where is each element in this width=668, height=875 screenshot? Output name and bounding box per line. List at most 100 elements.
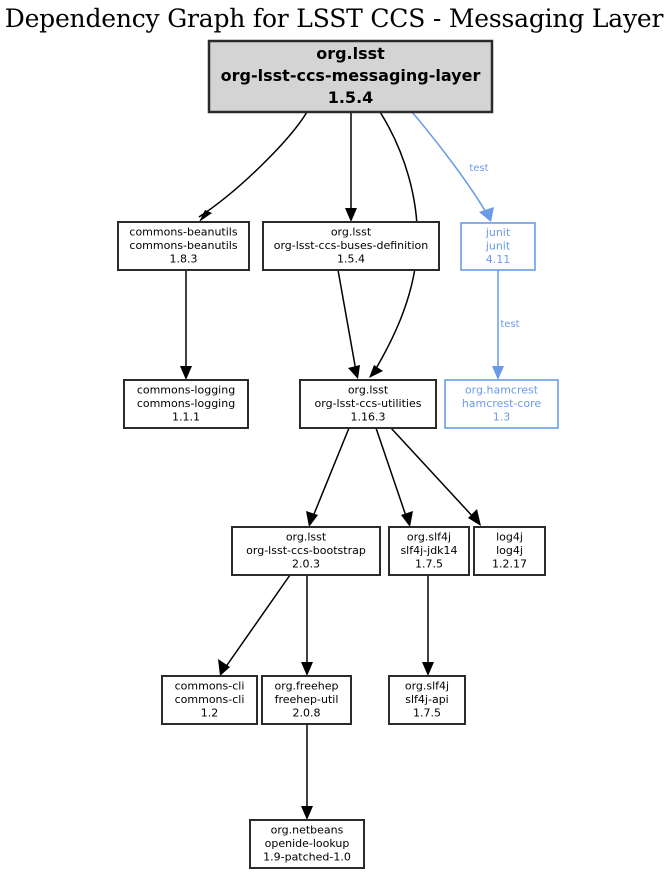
edge-label: test xyxy=(469,163,488,174)
node-version: 1.16.3 xyxy=(351,411,386,424)
graph-edge: test xyxy=(492,270,520,380)
node-artifact: commons-logging xyxy=(137,397,235,410)
node-version: 1.2.17 xyxy=(492,558,527,571)
node-artifact: openide-lookup xyxy=(265,837,350,850)
graph-edge xyxy=(337,269,360,379)
node-artifact: org-lsst-ccs-bootstrap xyxy=(246,544,366,557)
edge-arrowhead xyxy=(306,511,318,527)
node-group: org.hamcrest xyxy=(465,384,539,397)
node-group: org.lsst xyxy=(331,226,372,239)
node-box[interactable] xyxy=(161,675,258,725)
node-box[interactable] xyxy=(262,221,440,271)
node-box[interactable] xyxy=(473,526,546,576)
node-box[interactable] xyxy=(388,675,466,725)
node-version: 4.11 xyxy=(486,253,511,266)
edge-arrowhead xyxy=(401,511,413,527)
node-artifact: org-lsst-ccs-messaging-layer xyxy=(221,66,481,85)
node-box[interactable] xyxy=(123,379,249,429)
node-artifact: hamcrest-core xyxy=(462,397,542,410)
node-box[interactable] xyxy=(117,221,250,271)
graph-node-openide-lookup[interactable]: org.netbeansopenide-lookup1.9-patched-1.… xyxy=(249,819,365,869)
node-group: org.lsst xyxy=(348,384,389,397)
edge-arrowhead xyxy=(301,806,313,820)
node-version: 2.0.3 xyxy=(292,558,320,571)
node-box[interactable] xyxy=(261,675,352,725)
edge-line xyxy=(390,427,476,520)
node-artifact: log4j xyxy=(496,544,523,557)
node-artifact: org-lsst-ccs-buses-definition xyxy=(274,239,429,252)
node-version: 1.8.3 xyxy=(170,253,198,266)
graph-edge xyxy=(198,111,308,222)
node-group: org.freehep xyxy=(275,680,339,693)
edge-arrowhead xyxy=(422,662,434,676)
edge-arrowhead xyxy=(348,365,360,379)
node-box[interactable] xyxy=(207,39,494,114)
edge-arrowhead xyxy=(218,659,230,676)
edge-arrowhead xyxy=(369,365,383,378)
edge-line xyxy=(337,269,357,372)
nodes-layer: org.lsst org-lsst-ccs-messaging-layer 1.5.… xyxy=(117,39,559,869)
node-group: commons-cli xyxy=(175,680,245,693)
node-artifact: slf4j-api xyxy=(405,693,448,706)
graph-edge xyxy=(422,575,434,676)
node-box[interactable] xyxy=(444,379,559,429)
node-version: 1.1.1 xyxy=(172,411,200,424)
node-group: org.slf4j xyxy=(405,680,449,693)
edge-arrowhead xyxy=(180,366,192,380)
node-version: 1.5.4 xyxy=(337,253,365,266)
node-group: commons-logging xyxy=(137,384,235,397)
graph-edge xyxy=(301,724,313,820)
node-version: 2.0.8 xyxy=(293,707,321,720)
node-artifact: commons-beanutils xyxy=(129,239,237,252)
node-version: 1.7.5 xyxy=(413,707,441,720)
edge-arrowhead xyxy=(492,366,504,380)
node-box[interactable] xyxy=(231,526,381,576)
graph-edge xyxy=(390,427,481,526)
edge-line xyxy=(375,427,408,520)
edge-line xyxy=(411,111,488,215)
graph-node-messaging-layer[interactable]: org.lsstorg-lsst-ccs-messaging-layer1.5.… xyxy=(207,39,494,114)
graph-edge xyxy=(301,575,313,676)
graph-edge xyxy=(218,574,291,676)
node-artifact: junit xyxy=(485,240,511,253)
node-box[interactable] xyxy=(299,379,437,429)
node-group: org.slf4j xyxy=(407,531,451,544)
page-title: Dependency Graph for LSST CCS - Messagin… xyxy=(4,4,664,33)
edge-arrowhead xyxy=(301,662,313,676)
node-version: 1.2 xyxy=(201,707,219,720)
edge-arrowhead xyxy=(468,509,481,526)
node-box[interactable] xyxy=(460,222,536,271)
edge-line xyxy=(224,574,291,669)
node-artifact: commons-cli xyxy=(175,693,245,706)
edge-line xyxy=(198,111,308,218)
node-group: org.netbeans xyxy=(271,824,344,837)
edge-arrowhead xyxy=(199,210,212,222)
node-box[interactable] xyxy=(249,819,365,869)
edges-layer: test test xyxy=(180,111,520,820)
node-group: log4j xyxy=(496,531,523,544)
node-artifact: org-lsst-ccs-utilities xyxy=(315,397,422,410)
graph-edge xyxy=(345,112,357,222)
graph-edge xyxy=(180,270,192,380)
graph-node-buses-definition[interactable]: org.lsstorg-lsst-ccs-buses-definition1.5… xyxy=(262,221,440,271)
node-box[interactable] xyxy=(388,526,470,576)
edge-label: test xyxy=(500,319,519,330)
node-artifact: freehep-util xyxy=(275,693,339,706)
node-group: org.lsst xyxy=(286,531,327,544)
node-version: 1.7.5 xyxy=(415,558,443,571)
edge-arrowhead xyxy=(345,208,357,222)
edge-arrowhead xyxy=(479,207,494,222)
